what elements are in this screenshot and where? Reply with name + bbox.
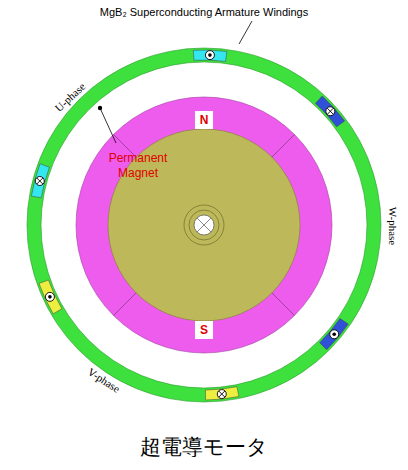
armature-coil [39, 280, 62, 314]
current-symbol [205, 51, 214, 60]
shaft-bore [194, 215, 214, 235]
callout-label: MgB₂ Superconducting Armature Windings [100, 6, 308, 18]
current-cross [327, 108, 333, 114]
callout-label: Permanent Magnet [98, 151, 178, 181]
armature-coil [315, 96, 344, 127]
pole-label-box: S [195, 321, 213, 339]
current-cross [219, 391, 225, 397]
armature-coil [320, 318, 349, 349]
motor-group [27, 48, 381, 402]
magnet-division [272, 134, 295, 157]
current-dot [208, 53, 212, 57]
phase-label: W-phase [387, 207, 399, 245]
shaft-outline [184, 205, 224, 245]
current-cross [37, 178, 43, 184]
magnet-division [272, 293, 295, 316]
permanent-magnet [76, 97, 332, 353]
current-symbol [35, 177, 44, 186]
current-dot [48, 295, 52, 299]
current-dot [332, 332, 336, 336]
pole-letter: N [200, 114, 209, 126]
current-symbol [326, 107, 335, 116]
armature-coil [31, 164, 49, 198]
current-symbol [217, 390, 226, 399]
leader-line [239, 21, 252, 44]
current-cross [37, 178, 43, 184]
leader-line [100, 108, 116, 143]
current-symbol [45, 292, 54, 301]
current-cross [327, 108, 333, 114]
figure-caption: 超電導モータ [140, 433, 268, 461]
shaft-outline [189, 210, 219, 240]
shaft-cross [197, 218, 211, 232]
armature-coil [205, 387, 238, 400]
pole-letter: S [200, 324, 208, 336]
current-cross [219, 391, 225, 397]
magnet-division [113, 293, 136, 316]
pole-label-box: N [195, 111, 213, 129]
armature-coil [193, 50, 227, 61]
shaft-cross [197, 218, 211, 232]
current-symbol [330, 330, 339, 339]
stator-ring [27, 48, 381, 402]
